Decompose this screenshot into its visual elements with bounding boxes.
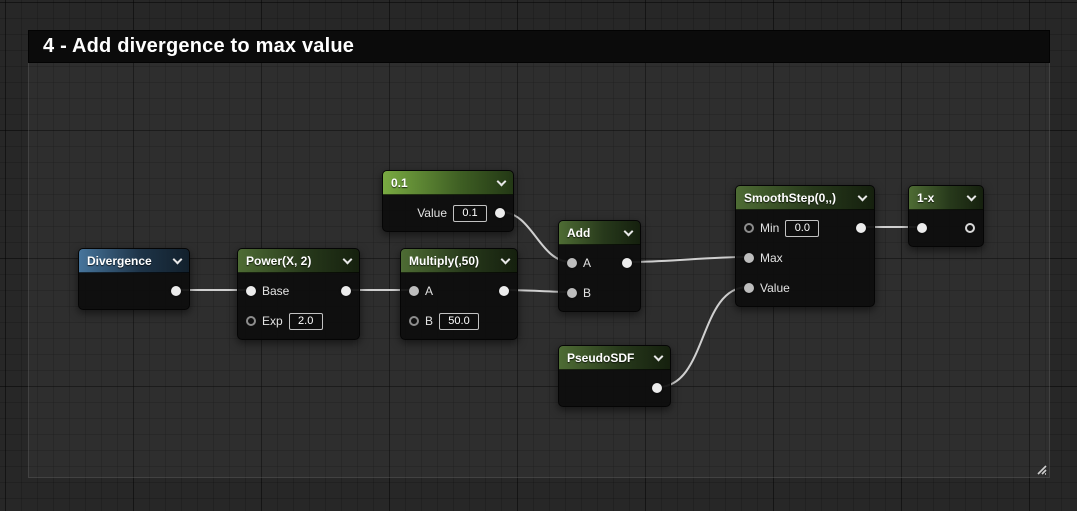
node-title: Power(X, 2) bbox=[246, 253, 312, 268]
node-title: Divergence bbox=[87, 253, 152, 268]
node-divergence-header[interactable]: Divergence bbox=[79, 249, 189, 273]
pin-label: Max bbox=[760, 251, 783, 265]
multiply-b-input-pin[interactable] bbox=[409, 316, 419, 326]
node-title: SmoothStep(0,,) bbox=[744, 190, 836, 205]
pseudosdf-output-pin[interactable] bbox=[652, 383, 662, 393]
multiply-b-row: B bbox=[401, 306, 517, 336]
pin-label: Min bbox=[760, 221, 780, 235]
node-add[interactable]: Add A B bbox=[558, 220, 641, 312]
node-one-minus-x[interactable]: 1-x bbox=[908, 185, 984, 247]
node-const-0-1[interactable]: 0.1 Value bbox=[382, 170, 514, 232]
chevron-down-icon[interactable] bbox=[172, 254, 183, 264]
node-smoothstep[interactable]: SmoothStep(0,,) Min Max Value bbox=[735, 185, 875, 307]
add-b-input-pin[interactable] bbox=[567, 288, 577, 298]
comment-box[interactable]: 4 - Add divergence to max value bbox=[28, 30, 1050, 478]
node-multiply-header[interactable]: Multiply(,50) bbox=[401, 249, 517, 273]
divergence-output-row bbox=[79, 276, 189, 306]
multiply-a-row: A bbox=[401, 276, 517, 306]
smoothstep-value-input-pin[interactable] bbox=[744, 283, 754, 293]
smoothstep-value-row: Value bbox=[736, 273, 874, 303]
node-power[interactable]: Power(X, 2) Base Exp bbox=[237, 248, 360, 340]
power-base-row: Base bbox=[238, 276, 359, 306]
smoothstep-min-input-pin[interactable] bbox=[744, 223, 754, 233]
pin-label: B bbox=[425, 314, 434, 328]
smoothstep-min-row: Min bbox=[736, 213, 874, 243]
pseudosdf-output-row bbox=[559, 373, 670, 403]
chevron-down-icon[interactable] bbox=[623, 226, 634, 236]
power-base-input-pin[interactable] bbox=[246, 286, 256, 296]
power-exp-input-pin[interactable] bbox=[246, 316, 256, 326]
power-exp-row: Exp bbox=[238, 306, 359, 336]
node-power-header[interactable]: Power(X, 2) bbox=[238, 249, 359, 273]
node-smoothstep-header[interactable]: SmoothStep(0,,) bbox=[736, 186, 874, 210]
one-minus-x-row bbox=[909, 213, 983, 243]
resize-grip-icon[interactable] bbox=[1033, 461, 1047, 475]
node-title: 1-x bbox=[917, 190, 935, 205]
chevron-down-icon[interactable] bbox=[342, 254, 353, 264]
pin-label: B bbox=[583, 286, 592, 300]
chevron-down-icon[interactable] bbox=[500, 254, 511, 264]
pin-label: Base bbox=[262, 284, 290, 298]
node-one-minus-x-header[interactable]: 1-x bbox=[909, 186, 983, 210]
power-exp-value-field[interactable] bbox=[288, 312, 323, 330]
const-0-1-value-field[interactable] bbox=[453, 204, 487, 222]
pin-label: Value bbox=[760, 281, 790, 295]
chevron-down-icon[interactable] bbox=[496, 176, 507, 186]
pin-label: Exp bbox=[262, 314, 283, 328]
const-0-1-value-row: Value bbox=[383, 198, 513, 228]
multiply-b-value-field[interactable] bbox=[439, 312, 480, 330]
add-a-row: A bbox=[559, 248, 640, 278]
node-title: PseudoSDF bbox=[567, 350, 635, 365]
const-0-1-output-pin[interactable] bbox=[495, 208, 505, 218]
smoothstep-max-row: Max bbox=[736, 243, 874, 273]
smoothstep-max-input-pin[interactable] bbox=[744, 253, 754, 263]
chevron-down-icon[interactable] bbox=[966, 191, 977, 201]
divergence-output-pin[interactable] bbox=[171, 286, 181, 296]
chevron-down-icon[interactable] bbox=[653, 351, 664, 361]
node-pseudosdf[interactable]: PseudoSDF bbox=[558, 345, 671, 407]
comment-title: 4 - Add divergence to max value bbox=[43, 35, 355, 57]
smoothstep-output-pin[interactable] bbox=[856, 223, 866, 233]
one-minus-x-input-pin[interactable] bbox=[917, 223, 927, 233]
pin-label: A bbox=[583, 256, 592, 270]
node-divergence[interactable]: Divergence bbox=[78, 248, 190, 310]
power-output-pin[interactable] bbox=[341, 286, 351, 296]
node-const-0-1-header[interactable]: 0.1 bbox=[383, 171, 513, 195]
node-title: Multiply(,50) bbox=[409, 253, 480, 268]
comment-body bbox=[28, 63, 1050, 478]
node-title: Add bbox=[567, 225, 591, 240]
node-add-header[interactable]: Add bbox=[559, 221, 640, 245]
pin-label: Value bbox=[417, 206, 447, 220]
chevron-down-icon[interactable] bbox=[857, 191, 868, 201]
pin-label: A bbox=[425, 284, 434, 298]
add-a-input-pin[interactable] bbox=[567, 258, 577, 268]
comment-title-bar[interactable]: 4 - Add divergence to max value bbox=[28, 30, 1050, 63]
smoothstep-min-value-field[interactable] bbox=[785, 219, 820, 237]
multiply-a-input-pin[interactable] bbox=[409, 286, 419, 296]
node-multiply[interactable]: Multiply(,50) A B bbox=[400, 248, 518, 340]
one-minus-x-output-pin[interactable] bbox=[965, 223, 975, 233]
node-pseudosdf-header[interactable]: PseudoSDF bbox=[559, 346, 670, 370]
add-b-row: B bbox=[559, 278, 640, 308]
add-output-pin[interactable] bbox=[622, 258, 632, 268]
multiply-output-pin[interactable] bbox=[499, 286, 509, 296]
node-title: 0.1 bbox=[391, 175, 408, 190]
